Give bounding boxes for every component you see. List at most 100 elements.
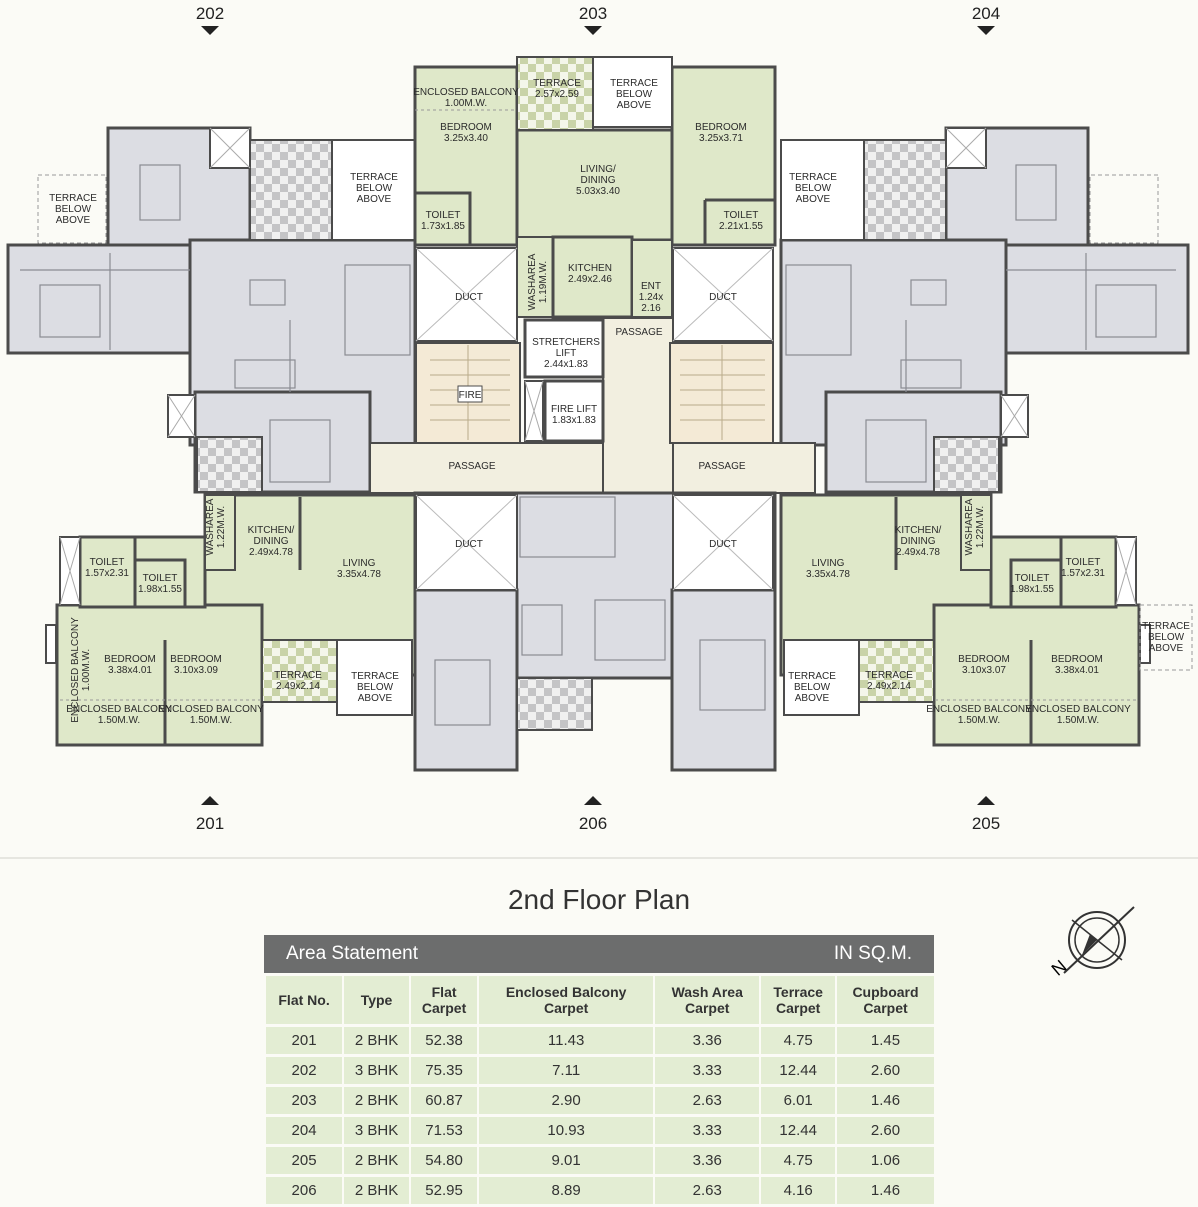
room-label-line: BEDROOM: [1051, 654, 1103, 665]
flat-number-203: 203: [579, 4, 607, 23]
table-cell: 205: [264, 1147, 343, 1174]
room-label-duct4: DUCT: [709, 539, 737, 550]
room-label-line: 1.50M.W.: [190, 715, 232, 726]
column-header-text: Cupboard: [852, 984, 919, 1000]
room-label-line: TERRACE: [49, 193, 97, 204]
room-label-line: BELOW: [1148, 632, 1185, 643]
room-label-line: 5.03x3.40: [576, 186, 620, 197]
table-cell: 54.80: [408, 1147, 478, 1174]
room-label-line: 1.50M.W.: [1057, 715, 1099, 726]
table-cell: 2 BHK: [342, 1087, 409, 1114]
room-label-line: KITCHEN/: [248, 525, 295, 536]
room-label-line: LIFT: [556, 348, 577, 359]
room-label-f205-wash: WASHAREA1.22M.W.: [964, 498, 986, 555]
column-header-text: Carpet: [543, 1000, 589, 1016]
table-cell: 1.45: [834, 1027, 934, 1054]
room-label-line: ENCLOSED BALCONY: [413, 87, 519, 98]
room-label-line: KITCHEN: [568, 263, 612, 274]
room-label-line: ABOVE: [795, 693, 830, 704]
table-cell: 2.63: [653, 1087, 760, 1114]
room-label-line: 3.38x4.01: [1055, 665, 1099, 676]
room-label-line: DINING: [254, 536, 289, 547]
table-cell: 75.35: [408, 1057, 478, 1084]
table-cell: 1.46: [834, 1177, 934, 1204]
room-label-line: 1.22M.W.: [216, 506, 227, 548]
room-label-line: 2.49x2.14: [276, 681, 320, 692]
room-label-line: BEDROOM: [695, 122, 747, 133]
room-label-line: WASHAREA: [527, 253, 538, 310]
column-header-text: Flat No.: [278, 992, 330, 1008]
room-label-f201-wash: WASHAREA1.22M.W.: [205, 498, 227, 555]
room-label-line: PASSAGE: [615, 327, 662, 338]
room-label-line: ABOVE: [358, 693, 393, 704]
column-header-text: Terrace: [773, 984, 823, 1000]
room-label-line: KITCHEN/: [895, 525, 942, 536]
flat-number-205: 205: [972, 814, 1000, 833]
room-label-line: DUCT: [709, 539, 737, 550]
room-label-line: LIVING: [812, 558, 845, 569]
room-label-line: TOILET: [426, 210, 461, 221]
room-label-line: 1.83x1.83: [552, 415, 596, 426]
room-label-line: 3.38x4.01: [108, 665, 152, 676]
room-label-line: 1.73x1.85: [421, 221, 465, 232]
room-label-line: TERRACE: [610, 78, 658, 89]
room-label-line: BEDROOM: [104, 654, 156, 665]
column-header-text: Type: [360, 992, 393, 1008]
room-label-line: TERRACE: [789, 172, 837, 183]
divider: [0, 857, 1198, 859]
column-header-text: Wash Area: [671, 984, 743, 1000]
entrance-arrow-icon: [201, 26, 219, 35]
room-label-line: TERRACE: [1142, 621, 1190, 632]
room-label-line: ENCLOSED BALCONY: [158, 704, 264, 715]
room-label-line: 3.10x3.09: [174, 665, 218, 676]
table-cell: 2 BHK: [342, 1177, 409, 1204]
table-cell: 12.44: [759, 1057, 835, 1084]
room-label-line: ABOVE: [1149, 643, 1184, 654]
room-label-line: BEDROOM: [440, 122, 492, 133]
table-cell: 6.01: [759, 1087, 835, 1114]
room-label-line: 2.49x2.46: [568, 274, 612, 285]
column-header-text: Carpet: [863, 1000, 908, 1016]
table-cell: 10.93: [477, 1117, 654, 1144]
column-header: Type: [342, 976, 409, 1024]
room-label-line: DINING: [901, 536, 936, 547]
room-label-line: BEDROOM: [958, 654, 1010, 665]
room-label-passage-left: PASSAGE: [448, 461, 495, 472]
table-cell: 203: [264, 1087, 343, 1114]
room-label-line: FIRE LIFT: [551, 404, 597, 415]
flat-203: [413, 56, 777, 319]
room-label-line: DINING: [581, 175, 616, 186]
room-label-line: ABOVE: [617, 100, 652, 111]
entrance-arrow-icon: [584, 26, 602, 35]
column-header: Flat No.: [264, 976, 343, 1024]
room-label-line: BELOW: [795, 183, 832, 194]
table-cell: 202: [264, 1057, 343, 1084]
room-label-line: LIVING/: [580, 164, 616, 175]
flat-number-206: 206: [579, 814, 607, 833]
table-cell: 11.43: [477, 1027, 654, 1054]
table-cell: 4.16: [759, 1177, 835, 1204]
room-label-passage-top: PASSAGE: [615, 327, 662, 338]
room-label-line: ENT: [641, 281, 661, 292]
